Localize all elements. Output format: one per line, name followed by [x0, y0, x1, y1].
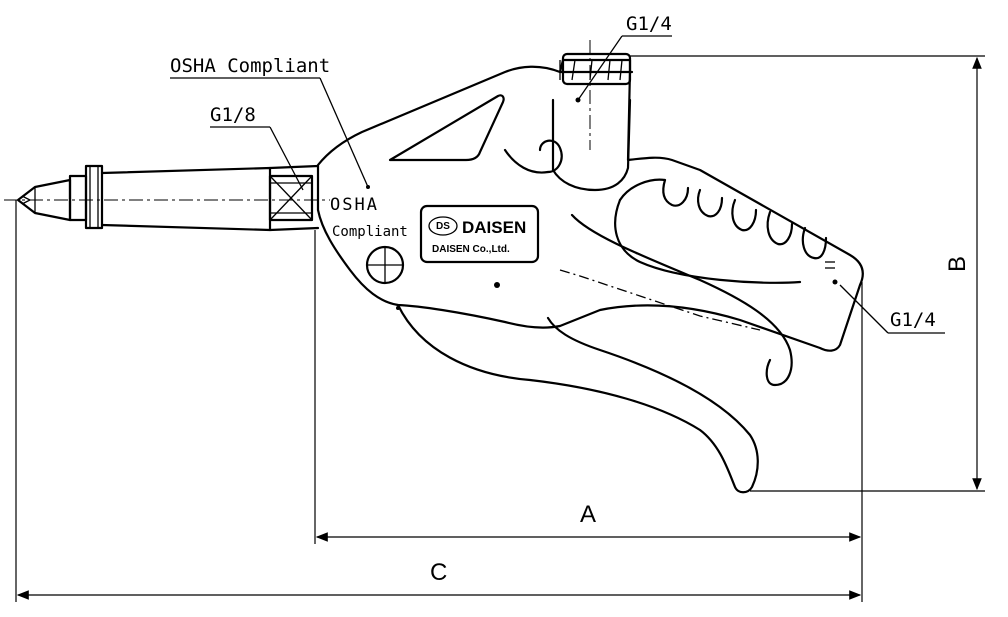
body-marking-compliant: Compliant: [332, 224, 408, 240]
callout-osha: OSHA Compliant: [170, 55, 369, 188]
gun-body: [316, 52, 864, 494]
label-dim-c: C: [430, 559, 447, 586]
label-rear-port: G1/4: [890, 309, 936, 331]
callout-top-port: G1/4: [575, 13, 672, 103]
label-nozzle-thread: G1/8: [210, 104, 256, 126]
dimension-b: B: [630, 55, 985, 492]
body-marking-osha: OSHA: [330, 195, 379, 215]
label-top-port: G1/4: [626, 13, 672, 35]
label-dim-a: A: [580, 501, 596, 528]
callout-nozzle-thread: G1/8: [210, 104, 304, 191]
dimension-c: C: [15, 200, 862, 602]
nozzle: [16, 164, 320, 232]
logo-mark-text: DS: [436, 221, 450, 232]
dimension-a: A: [314, 230, 863, 602]
logo-brand-text: DAISEN: [462, 218, 526, 237]
logo-company-text: DAISEN Co.,Ltd.: [432, 244, 510, 255]
brand-logo: DS DAISEN DAISEN Co.,Ltd.: [419, 204, 540, 264]
callout-rear-port: G1/4: [839, 284, 945, 334]
label-dim-b: B: [944, 256, 971, 272]
label-osha-compliant: OSHA Compliant: [170, 55, 330, 77]
